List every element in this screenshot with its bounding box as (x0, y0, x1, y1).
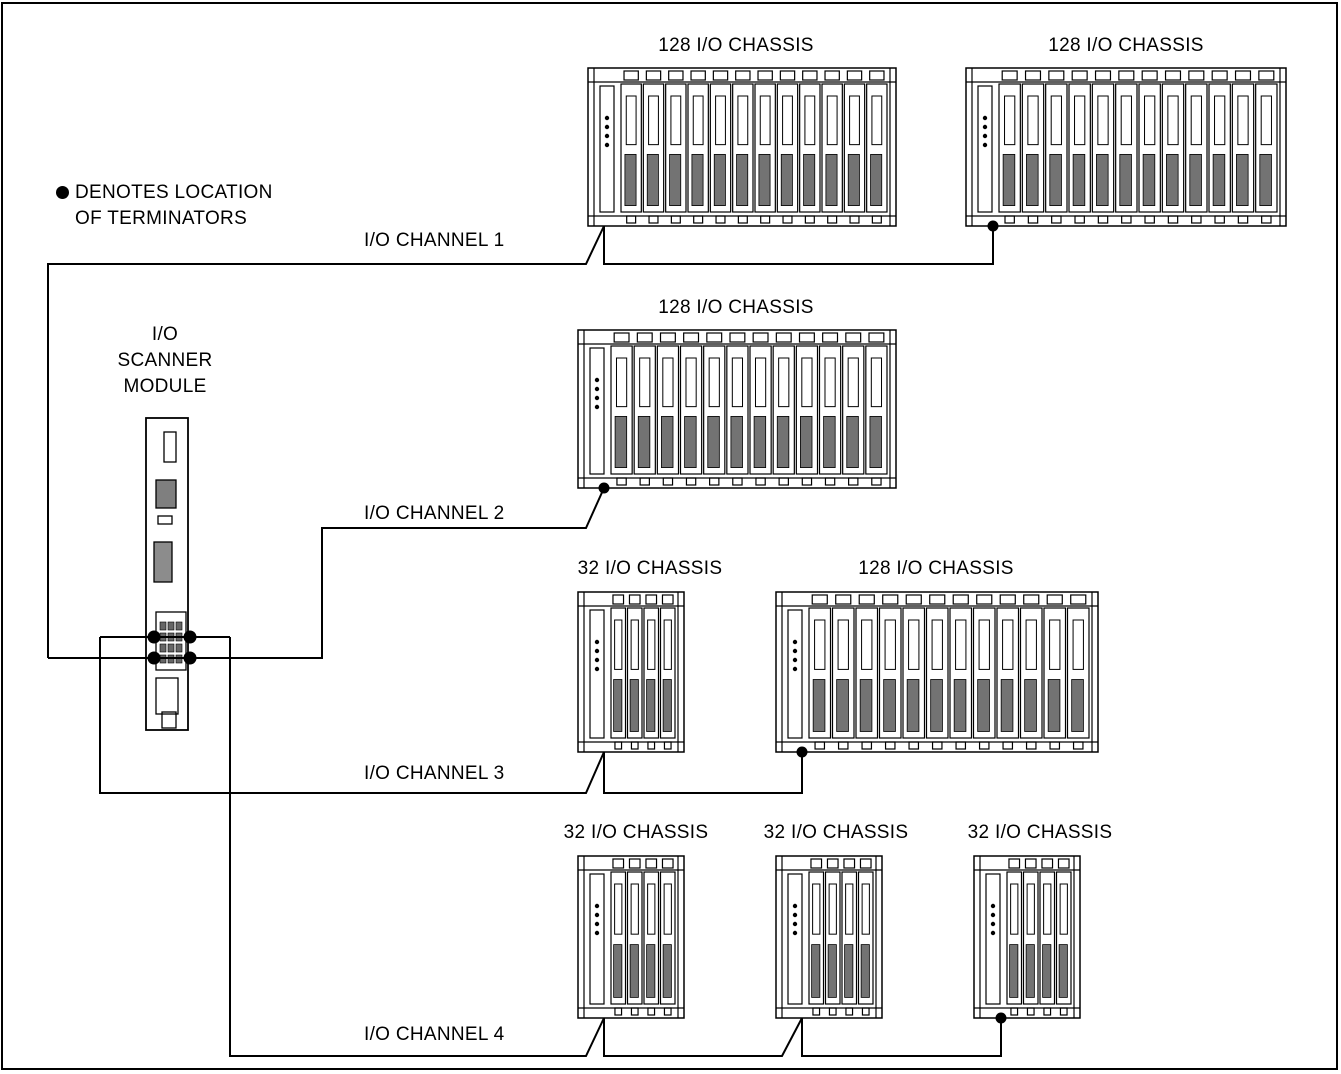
chassis-6-label: 32 I/O CHASSIS (563, 822, 709, 843)
chassis-1-drawing (587, 67, 897, 227)
terminator-module-1 (147, 630, 161, 644)
channel-1-label: I/O CHANNEL 1 (364, 230, 505, 251)
chassis-2-drawing (965, 67, 1287, 227)
channel-3-label: I/O CHANNEL 3 (364, 763, 505, 784)
scanner-label-line-3: MODULE (123, 376, 207, 397)
chassis-2-label: 128 I/O CHASSIS (1048, 35, 1204, 56)
scanner-label-line-1: I/O (151, 324, 179, 345)
chassis-6-drawing (577, 855, 685, 1019)
legend-line-2: OF TERMINATORS (75, 208, 248, 229)
channel-2-label: I/O CHANNEL 2 (364, 503, 505, 524)
channel-3-cable (99, 637, 605, 794)
terminator-legend-dot (56, 186, 69, 199)
terminator-chassis-2 (987, 220, 999, 232)
scanner-module-drawing (145, 417, 189, 731)
terminator-chassis-3 (598, 482, 610, 494)
chassis-4-label: 32 I/O CHASSIS (577, 558, 723, 579)
chassis-8-drawing (973, 855, 1081, 1019)
terminator-module-3 (147, 651, 161, 665)
channel-1-cable (47, 225, 605, 658)
channel-4-label: I/O CHANNEL 4 (364, 1024, 505, 1045)
chassis-4-drawing (577, 591, 685, 753)
scanner-label-line-2: SCANNER (117, 350, 213, 371)
terminator-module-4 (183, 651, 197, 665)
chassis-7-drawing (775, 855, 883, 1019)
chassis-link-7-8 (801, 1018, 1002, 1057)
chassis-8-label: 32 I/O CHASSIS (967, 822, 1113, 843)
chassis-1-label: 128 I/O CHASSIS (658, 35, 814, 56)
channel-4-cable (229, 637, 605, 1057)
chassis-5-label: 128 I/O CHASSIS (858, 558, 1014, 579)
chassis-7-label: 32 I/O CHASSIS (763, 822, 909, 843)
chassis-link-4-5 (603, 752, 803, 794)
legend-line-1: DENOTES LOCATION (75, 182, 273, 203)
channel-2-cable (164, 487, 605, 659)
chassis-link-6-7 (603, 1017, 803, 1057)
chassis-5-drawing (775, 591, 1099, 753)
chassis-3-drawing (577, 329, 897, 489)
terminator-chassis-8 (995, 1012, 1007, 1024)
terminator-module-2 (183, 630, 197, 644)
chassis-3-label: 128 I/O CHASSIS (658, 297, 814, 318)
terminator-chassis-5 (796, 746, 808, 758)
chassis-link-1-2 (603, 226, 994, 265)
